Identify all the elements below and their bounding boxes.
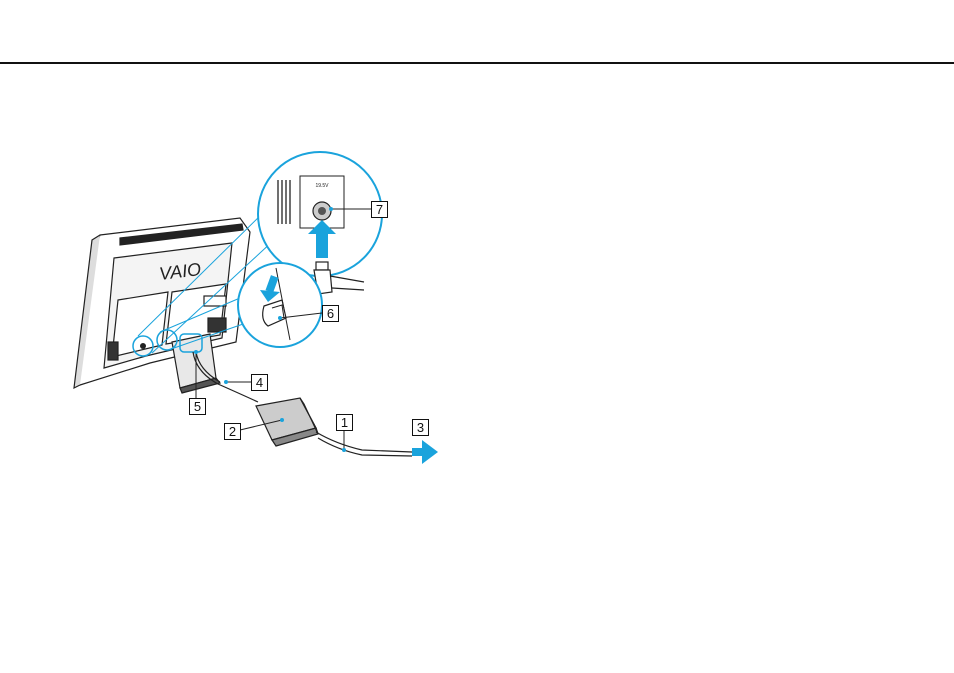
jack-voltage-label: 19.5V bbox=[315, 183, 329, 189]
callout-5: 5 bbox=[189, 398, 206, 415]
callout-7: 7 bbox=[371, 201, 388, 218]
callout-2: 2 bbox=[224, 423, 241, 440]
callout-1: 1 bbox=[336, 414, 353, 431]
power-cord bbox=[316, 432, 412, 456]
callout-4: 4 bbox=[251, 374, 268, 391]
callout-6: 6 bbox=[322, 305, 339, 322]
wall-outlet-arrow bbox=[412, 440, 438, 464]
magnifier-cable-hook bbox=[238, 263, 322, 347]
ac-adapter bbox=[256, 398, 318, 446]
callout-3: 3 bbox=[412, 419, 429, 436]
